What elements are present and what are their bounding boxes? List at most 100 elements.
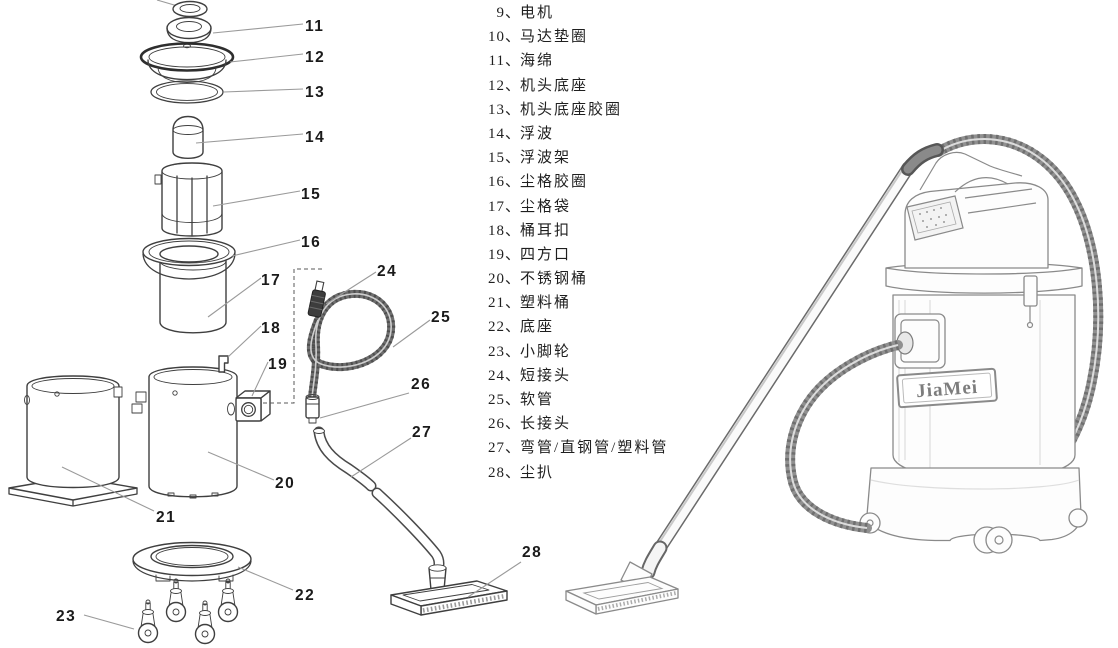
tank-clamp-band	[885, 267, 1083, 294]
part-26-long-connector	[305, 394, 320, 424]
control-panel	[906, 195, 964, 241]
parts-list-item: 15、浮波架	[478, 146, 738, 170]
part-number: 14	[488, 125, 505, 142]
leader-20	[207, 451, 275, 481]
brand-plate: JiaMei	[896, 367, 998, 409]
machine-floor-brush	[565, 561, 679, 615]
callout-26: 26	[411, 376, 431, 393]
hose-front-loop	[785, 340, 903, 533]
part-28-floor-brush	[390, 564, 508, 616]
caster	[137, 599, 159, 644]
callout-28: 28	[522, 544, 542, 561]
part-name: 底座	[520, 319, 555, 336]
part-name: 浮波架	[520, 150, 572, 167]
parts-list-item: 22、底座	[478, 315, 738, 339]
part-separator: 、	[505, 246, 521, 263]
part-number: 22	[488, 319, 505, 336]
part-number: 25	[488, 392, 505, 408]
leader-17	[207, 277, 262, 318]
parts-list-item: 9、电机	[478, 1, 738, 25]
part-separator: 、	[505, 53, 521, 70]
part-name: 桶耳扣	[520, 222, 572, 239]
part-separator: 、	[505, 464, 521, 481]
part-number: 16	[488, 174, 505, 191]
part-number: 9	[496, 5, 505, 21]
part-25-hose	[306, 289, 396, 402]
machine-casters	[859, 508, 1088, 554]
part-number: 24	[488, 367, 505, 384]
leader-19	[251, 361, 269, 397]
part-18-ear-clip	[218, 355, 229, 373]
part-name: 浮波	[520, 125, 555, 142]
part-separator: 、	[505, 198, 521, 215]
part-separator: 、	[505, 440, 521, 457]
part-separator: 、	[505, 29, 521, 46]
leader-18	[227, 325, 262, 358]
part-name: 塑料桶	[520, 295, 572, 312]
callout-27: 27	[412, 424, 432, 441]
leader-lines	[61, 23, 522, 630]
part-12-head-base	[139, 42, 235, 83]
part-name: 尘扒	[520, 464, 555, 481]
part-separator: 、	[505, 271, 521, 288]
leader-22	[237, 566, 294, 591]
part-19-square-port	[227, 390, 271, 422]
callout-24: 24	[377, 263, 397, 280]
part-number: 20	[488, 271, 505, 288]
parts-list-item: 16、尘格胶圈	[478, 170, 738, 194]
parts-list-item: 21、塑料桶	[478, 291, 738, 315]
parts-list-item: 13、机头底座胶圈	[478, 98, 738, 122]
callout-13: 13	[305, 84, 325, 101]
part-name: 海绵	[520, 53, 555, 70]
part-10-gasket	[156, 0, 208, 18]
hose-to-port-dashed-line	[263, 268, 322, 404]
callout-labels: 11 12 13 14 15 16 17 18 19 20 21 22 23 2…	[56, 18, 542, 625]
machine-base	[866, 467, 1082, 542]
callout-23: 23	[56, 608, 76, 625]
part-number: 11	[488, 53, 505, 70]
caster	[194, 600, 216, 645]
caster	[165, 578, 187, 623]
part-name: 短接头	[520, 367, 572, 384]
part-24-short-connector	[307, 280, 326, 318]
callout-16: 16	[301, 234, 321, 251]
part-27-bent-tube	[313, 426, 445, 578]
part-number: 13	[488, 101, 505, 118]
part-name: 电机	[520, 5, 555, 21]
parts-list-item: 19、四方口	[478, 243, 738, 267]
callout-22: 22	[295, 587, 315, 604]
parts-list-item: 25、软管	[478, 388, 738, 412]
leader-14	[195, 133, 304, 144]
part-separator: 、	[505, 319, 521, 336]
parts-list-item: 14、浮波	[478, 122, 738, 146]
part-number: 28	[488, 464, 505, 481]
caster	[217, 578, 239, 623]
part-name: 小脚轮	[520, 343, 572, 360]
leader-13	[223, 88, 304, 93]
part-name: 尘格胶圈	[520, 174, 589, 191]
part-separator: 、	[505, 150, 521, 167]
leader-24	[325, 271, 377, 305]
part-separator: 、	[505, 125, 521, 142]
part-number: 18	[488, 222, 505, 239]
part-11-sponge	[166, 16, 212, 44]
callout-14: 14	[305, 129, 325, 146]
callout-15: 15	[301, 186, 321, 203]
leader-16	[231, 239, 301, 257]
parts-list-item: 27、弯管/直钢管/塑料管	[478, 436, 738, 460]
leader-12	[229, 53, 304, 63]
part-15-float-cage	[154, 162, 223, 237]
callout-20: 20	[275, 475, 295, 492]
leader-27	[350, 437, 412, 478]
callout-18: 18	[261, 320, 281, 337]
part-separator: 、	[505, 392, 521, 408]
parts-list-item: 18、桶耳扣	[478, 219, 738, 243]
part-number: 21	[488, 295, 505, 312]
callout-25: 25	[431, 309, 451, 326]
machine-inlet-port	[894, 313, 946, 369]
part-separator: 、	[505, 343, 521, 360]
part-name: 弯管/直钢管/塑料管	[520, 440, 669, 457]
leader-25	[392, 319, 431, 348]
parts-list-item: 12、机头底座	[478, 74, 738, 98]
